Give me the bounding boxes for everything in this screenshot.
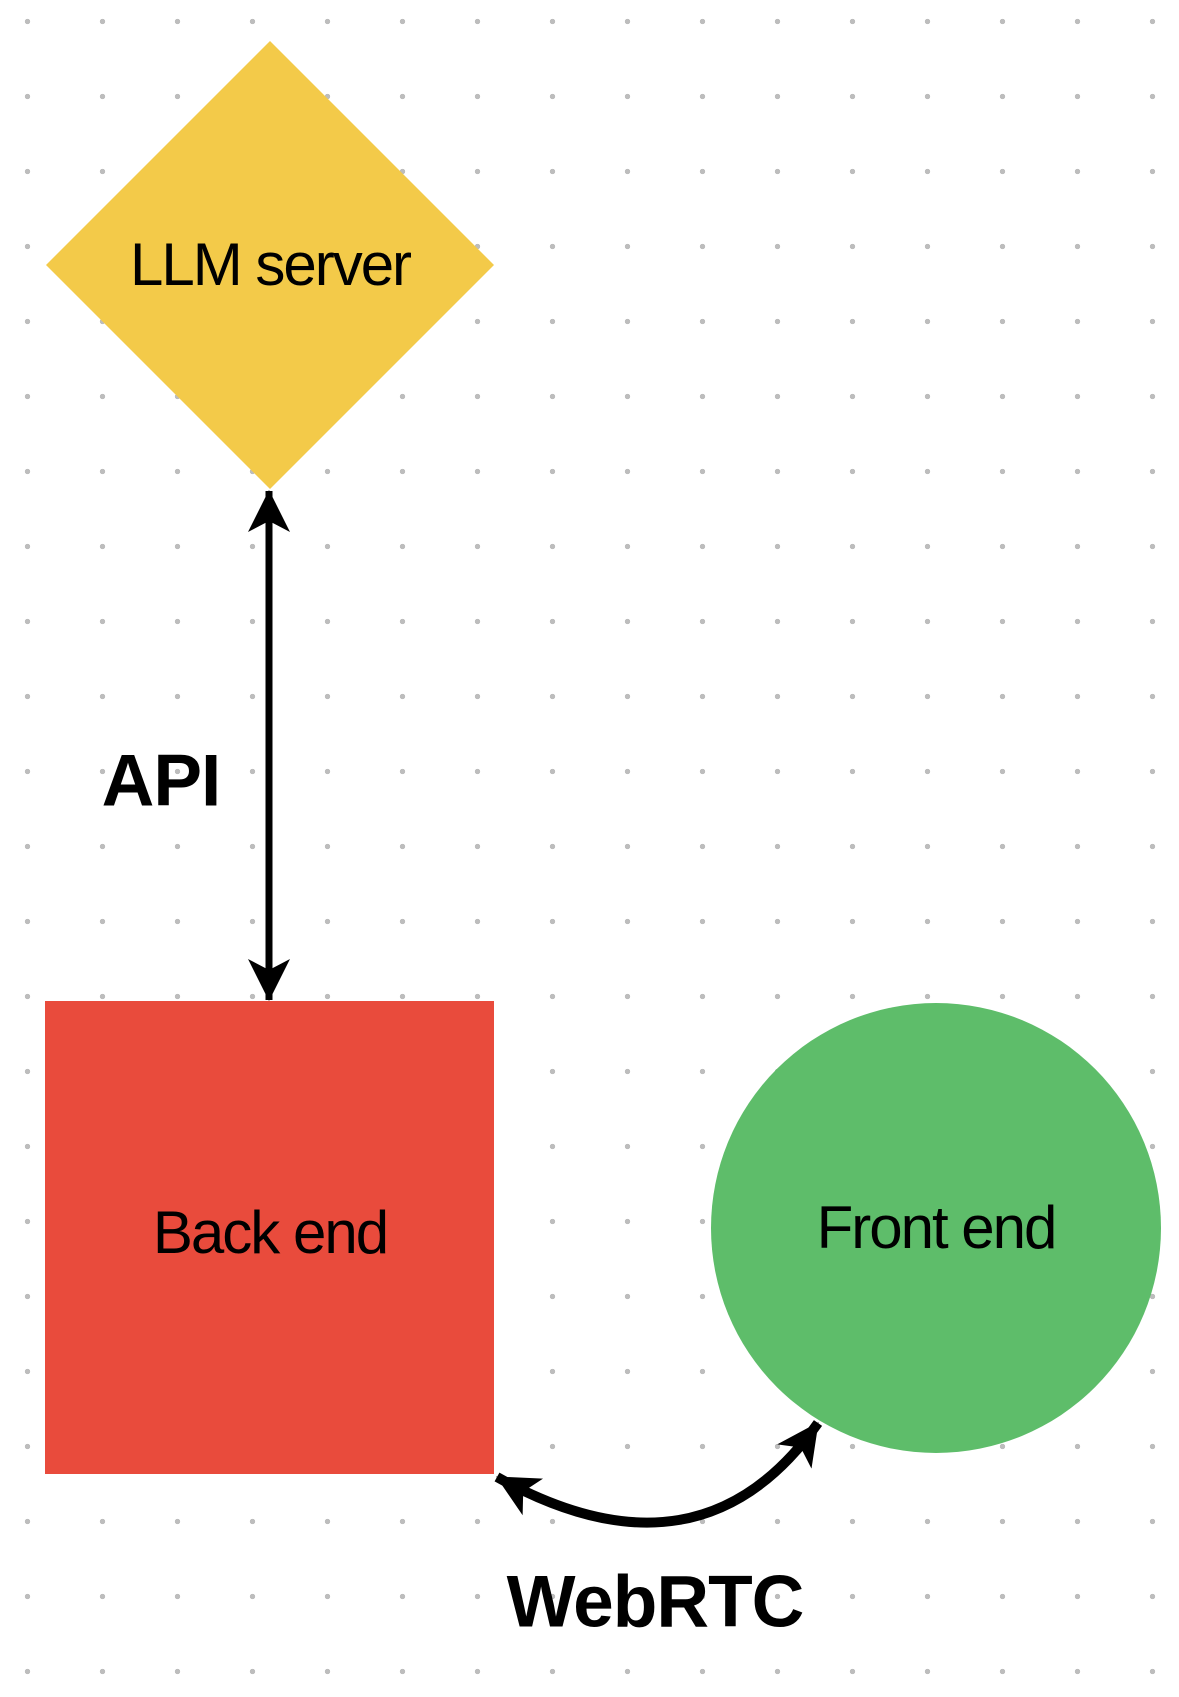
llm-server-label: LLM server [129,231,412,298]
llm-server-node[interactable] [46,41,494,489]
webrtc-connector-arrow[interactable] [494,1420,823,1528]
back-end-node[interactable] [45,1001,494,1474]
front-end-node[interactable] [711,1003,1161,1453]
api-connector-label: API [101,740,222,822]
back-end-label: Back end [152,1199,389,1266]
webrtc-connector-label: WebRTC [506,1561,805,1643]
front-end-label: Front end [816,1194,1058,1261]
